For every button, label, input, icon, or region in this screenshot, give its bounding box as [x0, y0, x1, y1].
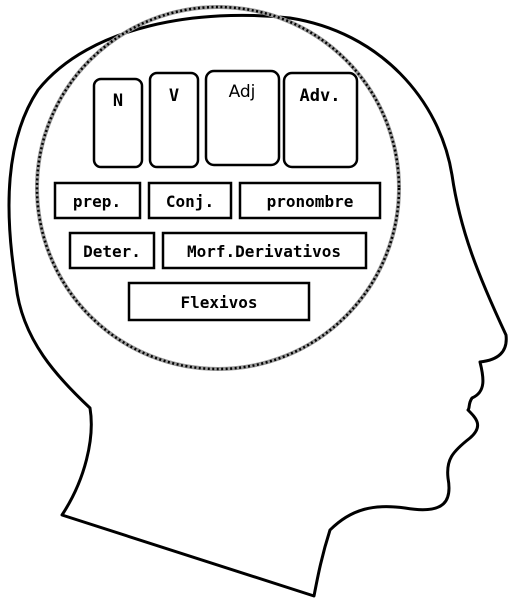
conjunction-label: Conj. — [166, 192, 214, 211]
derivational-morphemes-label: Morf.Derivativos — [187, 242, 341, 261]
preposition-label: prep. — [73, 192, 121, 211]
preposition-box: prep. — [53, 181, 142, 220]
pronoun-label: pronombre — [267, 192, 354, 211]
determiner-box: Deter. — [68, 231, 156, 270]
determiner-label: Deter. — [83, 242, 141, 261]
adjective-label: Adj — [229, 82, 256, 102]
brain-circle — [35, 5, 401, 371]
adverb-label: Adv. — [300, 86, 341, 106]
verb-label: V — [169, 86, 179, 106]
adjective-box: Adj — [204, 69, 281, 167]
verb-box: V — [148, 71, 200, 169]
head-silhouette — [7, 13, 508, 598]
inflectional-morphemes-box: Flexivos — [127, 281, 311, 322]
noun-label: N — [113, 91, 123, 111]
noun-box: N — [92, 77, 144, 169]
inflectional-morphemes-label: Flexivos — [180, 293, 257, 312]
pronoun-box: pronombre — [238, 181, 382, 220]
adverb-box: Adv. — [282, 71, 359, 169]
derivational-morphemes-box: Morf.Derivativos — [161, 231, 368, 270]
conjunction-box: Conj. — [147, 181, 233, 220]
